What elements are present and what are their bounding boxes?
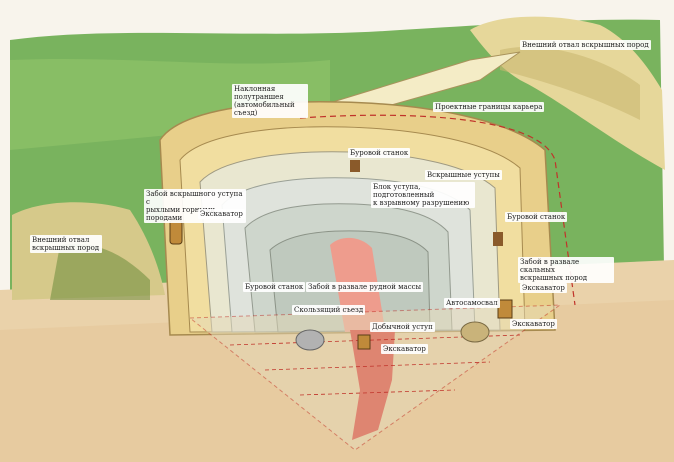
label-stripping-benches: Вскрышные уступы	[425, 170, 502, 180]
label-excavator-bottom-right: Экскаватор	[510, 319, 557, 329]
drill-rig-top-shape	[350, 160, 360, 172]
left-dump-shadow	[50, 243, 150, 300]
excavator-right-shape	[497, 299, 513, 319]
ore-pile-right	[460, 321, 490, 343]
project-boundary	[299, 114, 576, 306]
label-face-ore: Забой в развале рудной массы	[306, 282, 424, 292]
label-excavator-left: Экскаватор	[198, 209, 245, 219]
top-dump-shade	[500, 46, 640, 120]
excavator-bottom-shape	[357, 334, 371, 350]
label-pit-boundaries: Проектные границы карьера	[433, 102, 545, 112]
label-drill-rig-right: Буровой станок	[505, 212, 568, 222]
label-drill-rig-top: Буровой станок	[348, 148, 411, 158]
label-dump-truck: Автосамосвал	[444, 298, 500, 308]
label-excavator-bottom: Экскаватор	[381, 344, 428, 354]
label-external-dump-top: Внешний отвал вскрышных пород	[520, 40, 651, 50]
excavator-left-shape	[169, 219, 183, 245]
label-mining-bench: Добычной уступ	[370, 322, 435, 332]
label-inclined-trench: Наклонная полутраншея(автомобильный съез…	[232, 84, 308, 118]
label-drill-rig-mid: Буровой станок	[243, 282, 306, 292]
label-sliding-ramp: Скользящий съезд	[292, 305, 366, 315]
pit-section	[188, 304, 562, 451]
ore-pile-left	[295, 329, 325, 351]
drill-rig-right-shape	[493, 232, 503, 246]
label-excavator-right: Экскаватор	[520, 283, 567, 293]
